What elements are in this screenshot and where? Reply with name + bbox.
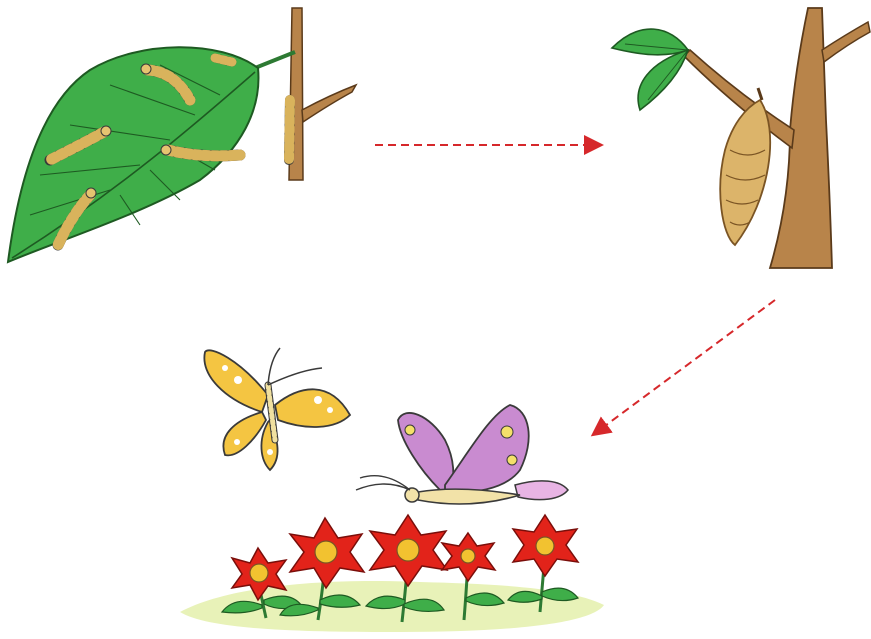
caterpillar-icon [215, 58, 232, 62]
flower-icon [442, 533, 495, 581]
flower-icon [290, 518, 364, 588]
caterpillar-icon [289, 100, 290, 160]
yellow-butterfly-icon [204, 348, 350, 470]
butterflies-over-flowers-icon [180, 348, 604, 632]
arrow-pupa-to-adult [594, 300, 775, 434]
chrysalis-on-branch-icon [612, 8, 870, 268]
flower-icon [370, 515, 447, 586]
caterpillars-on-leaf-icon [8, 8, 356, 262]
purple-butterfly-icon [356, 405, 568, 504]
flower-icon [513, 515, 578, 576]
